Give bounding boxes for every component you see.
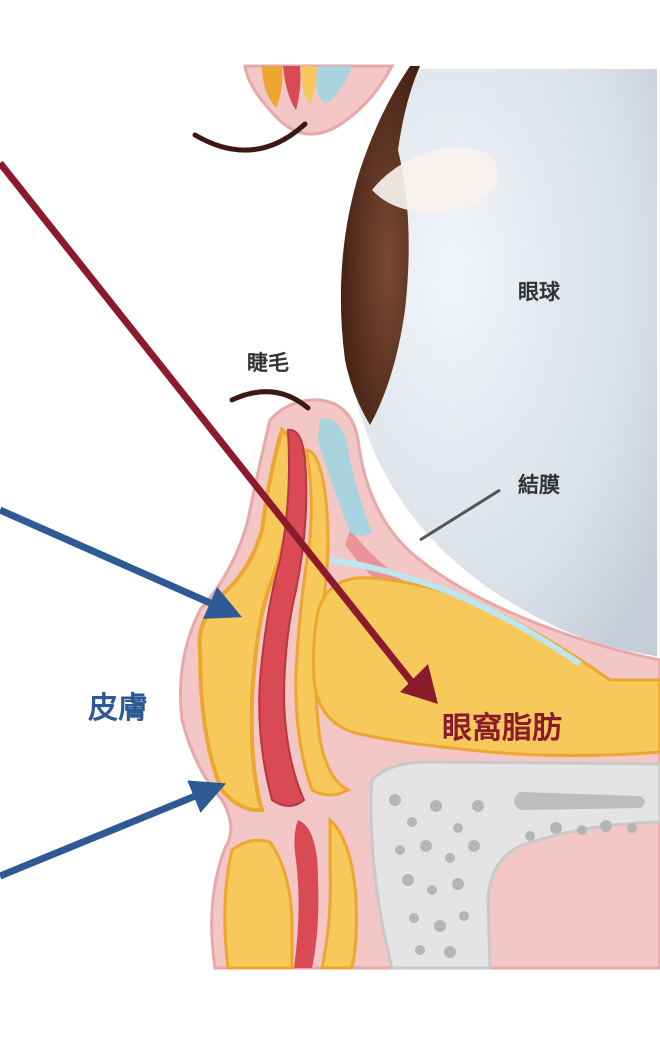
- muscle-layer: [258, 428, 308, 807]
- label-eyelash: 睫毛: [247, 351, 289, 375]
- lower-eyelash: [229, 389, 311, 411]
- label-conjunctiva: 結膜: [518, 473, 560, 497]
- cheek-inner-fat: [320, 816, 358, 970]
- bone-canal: [514, 792, 645, 810]
- septum: [329, 557, 582, 667]
- upper-eyelash: [192, 121, 308, 153]
- cheek-muscle: [294, 820, 319, 968]
- outer-fat: [197, 426, 299, 813]
- skin-arrow-upper: [0, 506, 243, 619]
- iris: [340, 66, 420, 425]
- conjunctiva-blue: [318, 418, 372, 536]
- upper-eyelid: [243, 64, 395, 136]
- fat-arrow-shaft: [0, 160, 421, 693]
- skin-arrow-lower: [0, 780, 227, 880]
- label-skin: 皮膚: [88, 691, 148, 726]
- bone-pores: [389, 794, 637, 958]
- eyeball: [337, 63, 660, 664]
- cheek-fat: [223, 838, 294, 970]
- orbital-bone: [369, 760, 660, 970]
- conjunctiva-pointer: [419, 488, 501, 542]
- fat-arrow-head: [400, 664, 438, 704]
- label-eyeball: 眼球: [518, 280, 561, 304]
- eye-highlight: [372, 147, 499, 213]
- inner-fat: [294, 448, 352, 797]
- orbital-fat-region: [312, 576, 660, 758]
- label-orbital-fat: 眼窩脂肪: [442, 711, 562, 746]
